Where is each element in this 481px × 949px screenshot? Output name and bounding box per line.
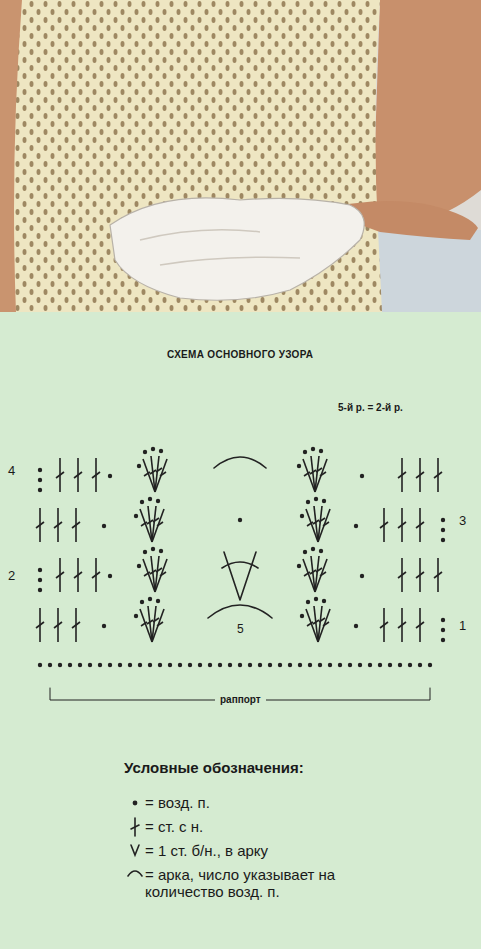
row-number: 3 bbox=[459, 514, 466, 529]
row-number: 1 bbox=[459, 619, 466, 634]
legend-text: = 1 ст. б/н., в арку bbox=[145, 842, 268, 859]
chart-title: СХЕМА ОСНОВНОГО УЗОРА bbox=[167, 349, 313, 361]
legend-text: = арка, число указывает на количество во… bbox=[145, 866, 345, 901]
legend-text: = возд. п. bbox=[145, 794, 210, 811]
legend-heading: Условные обозначения: bbox=[124, 759, 304, 776]
row-number: 4 bbox=[8, 464, 15, 479]
row-number: 2 bbox=[8, 569, 15, 584]
chain-count: 5 bbox=[237, 623, 244, 637]
legend-text: = ст. с н. bbox=[145, 818, 203, 835]
repeat-label: раппорт bbox=[215, 694, 266, 706]
row-note: 5-й р. = 2-й р. bbox=[338, 402, 403, 414]
